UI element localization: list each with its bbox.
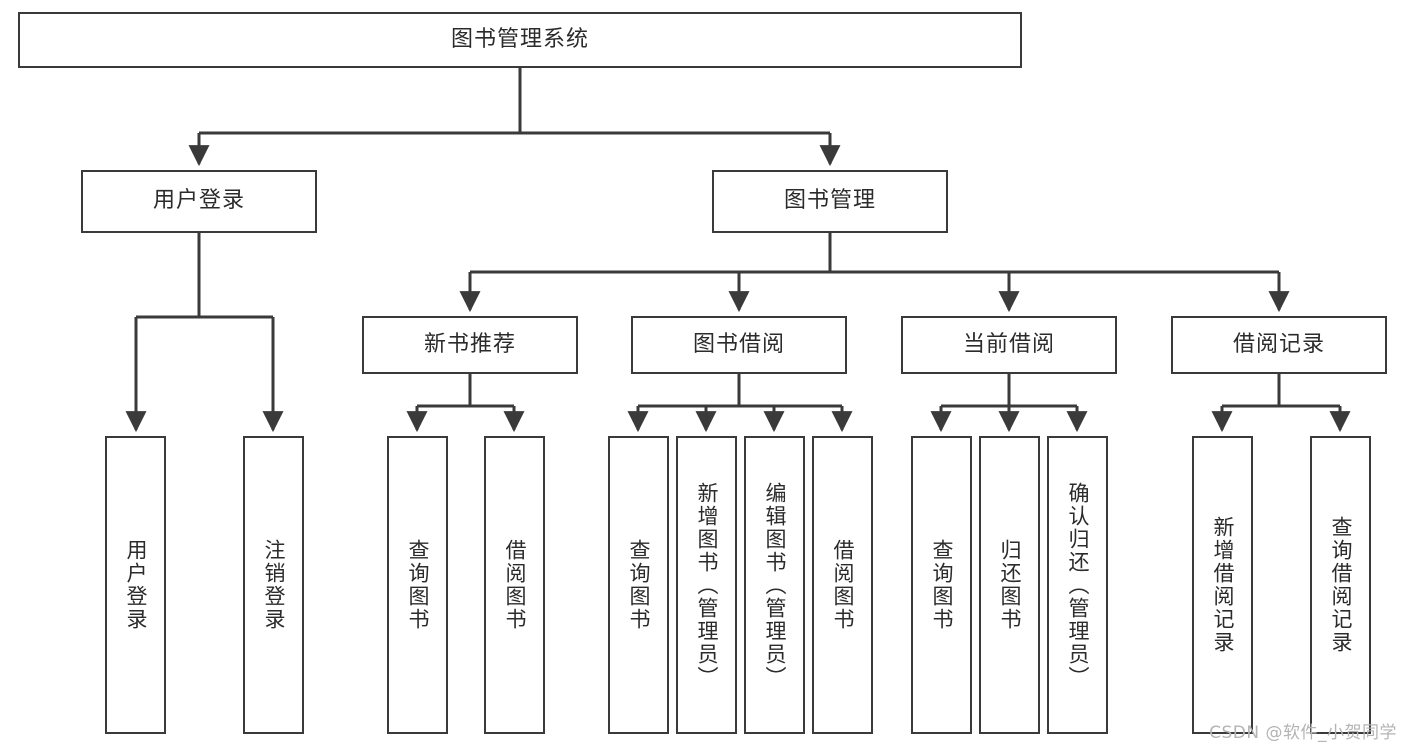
leaf-new-book-query[interactable]: 查询图书 <box>387 436 448 734</box>
node-label: 查询图书 <box>405 539 430 631</box>
node-label: 用户登录 <box>123 539 148 631</box>
node-root-system[interactable]: 图书管理系统 <box>18 12 1022 68</box>
leaf-current-confirm-return[interactable]: 确认归还（管理员） <box>1047 436 1108 734</box>
leaf-user-login-signout[interactable]: 注销登录 <box>243 436 304 734</box>
leaf-record-add[interactable]: 新增借阅记录 <box>1192 436 1253 734</box>
node-label: 查询借阅记录 <box>1328 516 1353 654</box>
node-label: 归还图书 <box>997 539 1022 631</box>
leaf-borrow-add-book[interactable]: 新增图书（管理员） <box>676 436 737 734</box>
node-label: 当前借阅 <box>962 331 1055 357</box>
leaf-new-book-borrow[interactable]: 借阅图书 <box>484 436 545 734</box>
node-label: 用户登录 <box>152 188 245 214</box>
leaf-borrow-edit-book[interactable]: 编辑图书（管理员） <box>744 436 805 734</box>
node-book-management[interactable]: 图书管理 <box>712 170 948 233</box>
node-label: 新增图书（管理员） <box>694 481 719 689</box>
node-label: 借阅记录 <box>1232 331 1325 357</box>
node-label: 编辑图书（管理员） <box>762 481 787 689</box>
node-current-borrow[interactable]: 当前借阅 <box>901 316 1117 374</box>
node-label: 查询图书 <box>626 539 651 631</box>
node-label: 图书借阅 <box>692 331 785 357</box>
watermark: CSDN @软件_小贺同学 <box>1209 723 1397 743</box>
node-label: 借阅图书 <box>830 539 855 631</box>
node-label: 查询图书 <box>929 539 954 631</box>
node-user-login[interactable]: 用户登录 <box>81 170 317 233</box>
node-label: 新书推荐 <box>423 331 516 357</box>
node-label: 注销登录 <box>261 539 286 631</box>
node-label: 确认归还（管理员） <box>1065 481 1090 689</box>
leaf-user-login-signin[interactable]: 用户登录 <box>105 436 166 734</box>
node-label: 新增借阅记录 <box>1210 516 1235 654</box>
leaf-current-query-book[interactable]: 查询图书 <box>911 436 972 734</box>
leaf-borrow-query-book[interactable]: 查询图书 <box>608 436 669 734</box>
node-borrow-record[interactable]: 借阅记录 <box>1171 316 1387 374</box>
leaf-record-query[interactable]: 查询借阅记录 <box>1310 436 1371 734</box>
node-label: 借阅图书 <box>502 539 527 631</box>
leaf-current-return-book[interactable]: 归还图书 <box>979 436 1040 734</box>
leaf-borrow-borrow-book[interactable]: 借阅图书 <box>812 436 873 734</box>
node-label: 图书管理 <box>783 188 876 214</box>
node-book-borrow[interactable]: 图书借阅 <box>631 316 847 374</box>
node-label: 图书管理系统 <box>450 26 589 52</box>
node-new-book-recommend[interactable]: 新书推荐 <box>362 316 578 374</box>
